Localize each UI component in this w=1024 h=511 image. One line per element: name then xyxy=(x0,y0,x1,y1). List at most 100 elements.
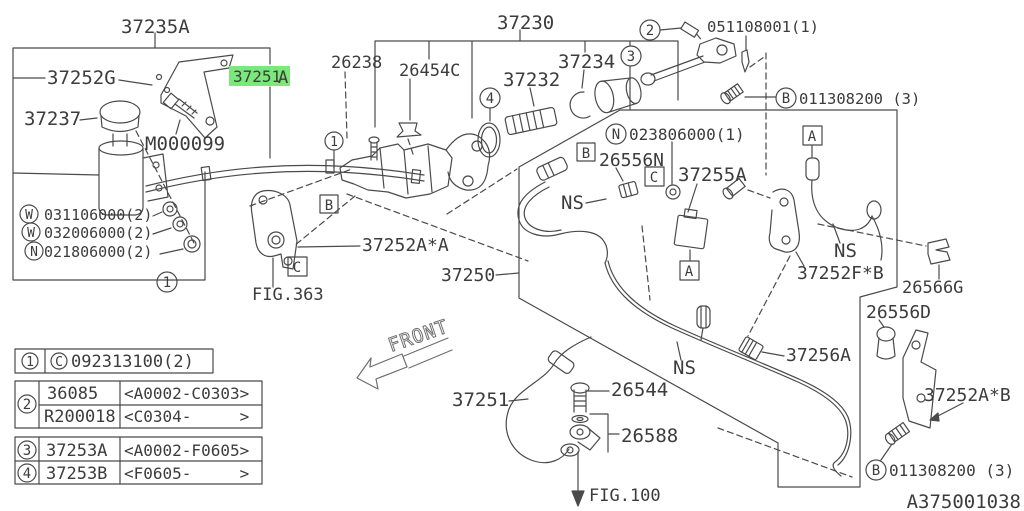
table2-range-row1: <A0002-C0303> xyxy=(124,384,249,403)
supply-hose-37251a xyxy=(145,149,425,193)
banjo-bolt-26544 xyxy=(570,382,610,413)
bracket-37252fb xyxy=(722,177,805,267)
cylinder-cup xyxy=(594,77,642,114)
pipe-clamp-26556n xyxy=(615,167,639,199)
label-37230[interactable]: 37230 xyxy=(497,12,554,34)
table2-num: 2 xyxy=(23,397,31,413)
label-26556d[interactable]: 26556D xyxy=(866,302,931,323)
table2-part-row1[interactable]: 36085 xyxy=(47,384,98,404)
clutch-hose-37251 xyxy=(505,336,592,464)
label-26544[interactable]: 26544 xyxy=(611,379,668,401)
section-boxes xyxy=(287,125,823,281)
label-fig100[interactable]: FIG.100 xyxy=(589,486,661,506)
callout-4[interactable]: 4 xyxy=(486,91,494,107)
legend-table-text: 1 C 092313100(2) 2 36085 <A0002-C0303> R… xyxy=(23,352,249,484)
label-37252fb[interactable]: 37252F*B xyxy=(797,263,884,284)
banjo-fitting-26588 xyxy=(560,413,620,457)
callout-1-left[interactable]: 1 xyxy=(163,275,171,291)
label-37234[interactable]: 37234 xyxy=(558,51,615,73)
label-26454c[interactable]: 26454C xyxy=(399,61,460,81)
assembly-bracket-37230 xyxy=(374,29,679,128)
callout-letter-b-bottom[interactable]: B xyxy=(872,463,880,479)
callout-letter-w1[interactable]: W xyxy=(25,208,33,223)
table1-code-prefix: C xyxy=(55,355,63,370)
label-26238[interactable]: 26238 xyxy=(331,53,382,73)
callout2-leader xyxy=(659,27,682,31)
label-051108001[interactable]: 051108001(1) xyxy=(707,18,819,36)
flare-nut xyxy=(665,141,681,200)
label-26556n[interactable]: 26556N xyxy=(599,150,664,171)
section-box-b-mid: B xyxy=(582,146,590,162)
push-rod-clevis xyxy=(640,35,750,86)
panel-leader xyxy=(495,272,520,276)
label-fig363[interactable]: FIG.363 xyxy=(252,285,324,305)
label-37255a[interactable]: 37255A xyxy=(678,164,747,186)
callout-circles xyxy=(17,19,887,483)
label-031106000[interactable]: 031106000(2) xyxy=(44,206,152,224)
clip-26566g xyxy=(927,238,951,280)
table3-range-row2: <F0605- > xyxy=(124,464,249,483)
table2-part-row2[interactable]: R200018 xyxy=(44,407,116,427)
label-011308200-bottom[interactable]: 011308200 (3) xyxy=(889,461,1014,480)
section-box-c-mid: C xyxy=(650,170,658,186)
label-37252aa[interactable]: 37252A*A xyxy=(362,235,449,256)
washers-and-nut xyxy=(152,201,201,255)
table1-code[interactable]: 092313100(2) xyxy=(71,352,194,372)
label-37235a[interactable]: 37235A xyxy=(121,16,190,38)
label-37251-hose[interactable]: 37251 xyxy=(452,389,509,411)
diagram-id: A375001038 xyxy=(907,491,1021,511)
label-26588[interactable]: 26588 xyxy=(621,425,678,447)
fig100-arrow xyxy=(571,451,585,507)
label-37256a[interactable]: 37256A xyxy=(786,345,851,366)
label-37252ab[interactable]: 37252A*B xyxy=(924,385,1011,406)
label-37232[interactable]: 37232 xyxy=(503,69,560,91)
section-box-c-left: C xyxy=(293,260,301,276)
piston-37232 xyxy=(504,106,558,136)
legend-tables xyxy=(14,348,263,485)
table2-range-row2: <C0304- > xyxy=(124,407,249,426)
label-37250[interactable]: 37250 xyxy=(441,265,495,286)
reservoir-bracket-37235a xyxy=(155,54,234,139)
label-ns-bottom: NS xyxy=(673,357,696,379)
table3-part-row2[interactable]: 37253B xyxy=(46,464,107,484)
diagram-line-art xyxy=(12,19,964,507)
label-ns-left: NS xyxy=(561,192,584,214)
label-37252g[interactable]: 37252G xyxy=(47,67,116,89)
label-023806000[interactable]: 023806000(1) xyxy=(629,125,745,144)
table3-num-row1: 3 xyxy=(23,443,31,459)
label-37237[interactable]: 37237 xyxy=(24,108,81,130)
table1-num: 1 xyxy=(26,355,34,370)
label-032006000[interactable]: 032006000(2) xyxy=(44,224,152,242)
label-ns-right: NS xyxy=(834,240,857,262)
label-m000099[interactable]: M000099 xyxy=(145,133,225,155)
label-37251a-highlighted[interactable]: 37251 xyxy=(233,67,281,86)
panel-37250 xyxy=(518,109,898,488)
label-37251a-suffix[interactable]: A xyxy=(278,68,288,88)
bolt-m000099 xyxy=(162,92,198,135)
fluid-reservoir xyxy=(98,100,169,216)
label-021806000[interactable]: 021806000(2) xyxy=(44,243,152,261)
pipe-clamp-37256a xyxy=(738,336,785,361)
callout-letter-n1[interactable]: N xyxy=(30,245,38,260)
clutch-pipes xyxy=(517,156,852,477)
callout-letter-b-top[interactable]: B xyxy=(782,91,790,107)
callout-3[interactable]: 3 xyxy=(627,49,635,65)
master-cylinder-body xyxy=(339,133,491,199)
clevis-pin-bolt xyxy=(680,21,702,40)
callout-2[interactable]: 2 xyxy=(646,23,654,39)
flange-bolt-top xyxy=(720,83,776,105)
callout-letter-n-top[interactable]: N xyxy=(612,127,620,143)
callout-1-mc[interactable]: 1 xyxy=(330,135,338,150)
sensor-26556d xyxy=(876,319,896,360)
callout-letter-w2[interactable]: W xyxy=(27,226,35,241)
front-arrow xyxy=(356,337,453,390)
section-box-b-center: B xyxy=(325,198,333,214)
table3-part-row1[interactable]: 37253A xyxy=(46,441,107,461)
snap-ring-37234 xyxy=(569,69,591,119)
label-26566g[interactable]: 26566G xyxy=(902,278,963,298)
table3-num-row2: 4 xyxy=(23,466,31,482)
label-011308200-top[interactable]: 011308200 (3) xyxy=(799,90,920,108)
diagram-labels: 37235A 37252G 37237 M000099 37251 A 2623… xyxy=(24,12,1021,511)
